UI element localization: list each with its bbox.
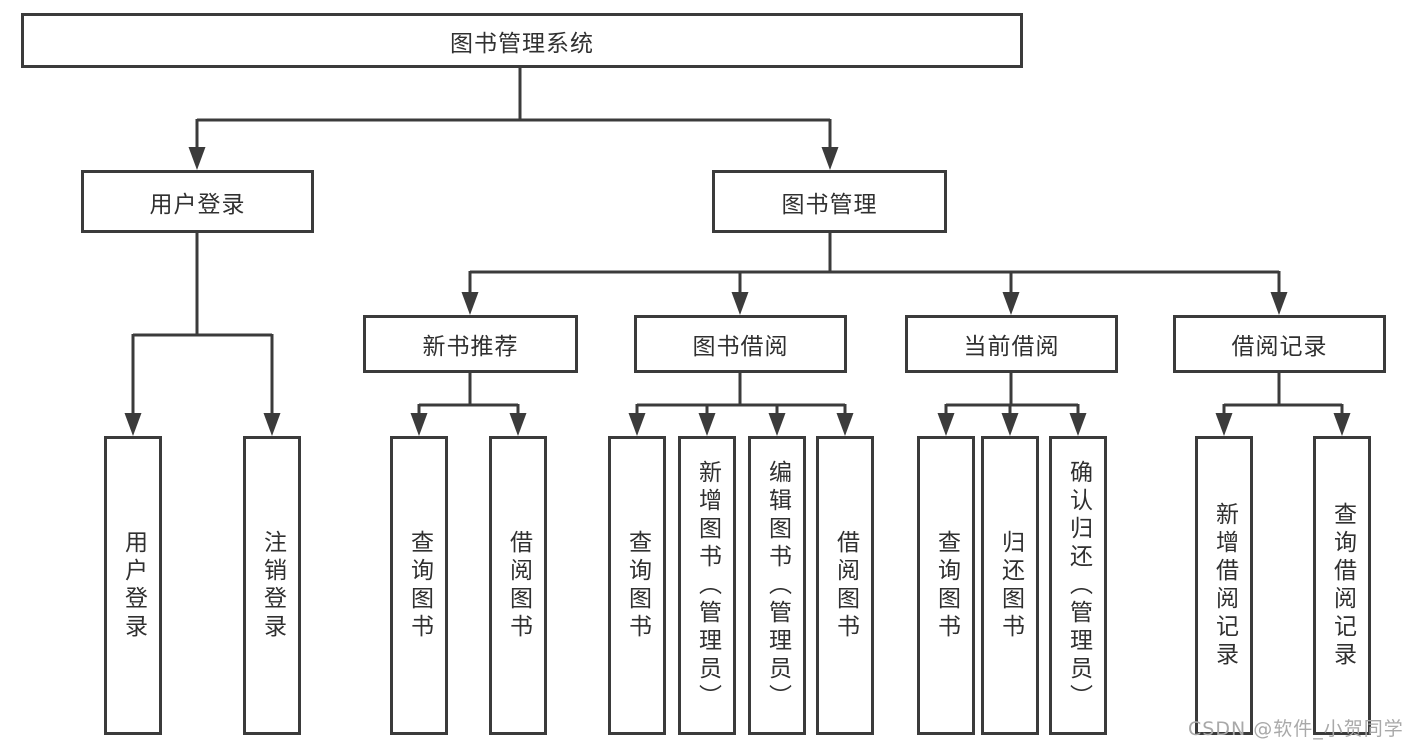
node-book-borrow: 图书借阅 <box>634 315 847 373</box>
leaf-newbook-borrow-label: 借阅图书 <box>505 529 532 642</box>
leaf-borrow-query: 查询图书 <box>608 436 666 735</box>
node-current-borrow: 当前借阅 <box>905 315 1118 373</box>
leaf-borrow-query-label: 查询图书 <box>624 529 651 642</box>
leaf-confirm-return-admin-label: 确认归还（管理员） <box>1065 459 1092 712</box>
leaf-borrow-edit-admin: 编辑图书（管理员） <box>748 436 806 735</box>
leaf-borrow-book-label: 借阅图书 <box>832 529 859 642</box>
leaf-newbook-borrow: 借阅图书 <box>489 436 547 735</box>
leaf-user-login: 用户登录 <box>104 436 162 735</box>
node-book-management: 图书管理 <box>712 170 947 233</box>
leaf-newbook-query: 查询图书 <box>390 436 448 735</box>
leaf-return-book: 归还图书 <box>981 436 1039 735</box>
leaf-return-book-label: 归还图书 <box>997 529 1024 642</box>
node-root: 图书管理系统 <box>21 13 1023 68</box>
leaf-current-query: 查询图书 <box>917 436 975 735</box>
leaf-newbook-query-label: 查询图书 <box>406 529 433 642</box>
leaf-logout: 注销登录 <box>243 436 301 735</box>
leaf-borrow-add-admin-label: 新增图书（管理员） <box>694 459 721 712</box>
leaf-record-add: 新增借阅记录 <box>1195 436 1253 735</box>
leaf-record-query: 查询借阅记录 <box>1313 436 1371 735</box>
leaf-borrow-edit-admin-label: 编辑图书（管理员） <box>764 459 791 712</box>
leaf-borrow-add-admin: 新增图书（管理员） <box>678 436 736 735</box>
leaf-record-query-label: 查询借阅记录 <box>1329 501 1356 670</box>
leaf-confirm-return-admin: 确认归还（管理员） <box>1049 436 1107 735</box>
leaf-logout-label: 注销登录 <box>259 529 286 642</box>
node-borrow-record: 借阅记录 <box>1173 315 1386 373</box>
csdn-watermark: CSDN @软件_小贺同学 <box>1188 718 1404 740</box>
node-user-login: 用户登录 <box>81 170 314 233</box>
leaf-borrow-book: 借阅图书 <box>816 436 874 735</box>
leaf-record-add-label: 新增借阅记录 <box>1211 501 1238 670</box>
leaf-current-query-label: 查询图书 <box>933 529 960 642</box>
node-new-book-recommend: 新书推荐 <box>363 315 578 373</box>
leaf-user-login-label: 用户登录 <box>120 529 147 642</box>
